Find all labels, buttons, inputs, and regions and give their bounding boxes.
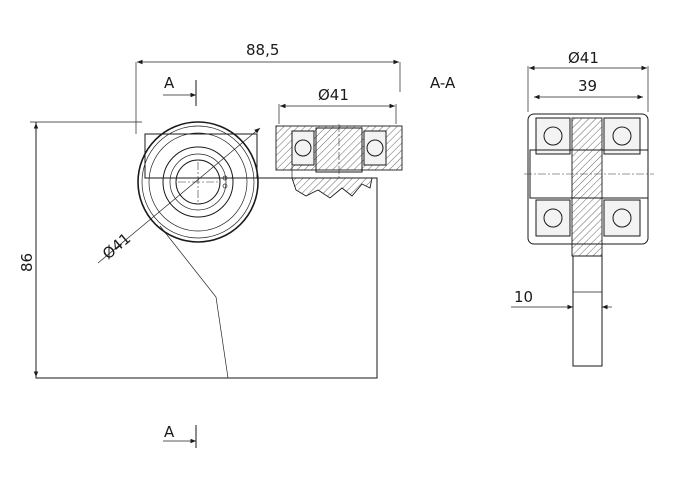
- nut-marker: [222, 175, 228, 181]
- section-center-plate: [571, 117, 603, 257]
- section-stem: [572, 255, 603, 367]
- roller-ring-2: [148, 132, 248, 232]
- section-width-label: 39: [578, 77, 597, 95]
- section-title: A-A: [430, 74, 456, 92]
- roller-ring-3: [162, 146, 234, 218]
- roller-ring-1: [141, 125, 255, 239]
- nut-marker: [222, 183, 228, 189]
- top-bracket: [144, 133, 258, 179]
- width-dim-label: 88,5: [246, 41, 279, 59]
- top-detail-view: Ø41: [275, 86, 403, 199]
- section-marker-top: A: [164, 74, 175, 92]
- detail-break: [291, 177, 373, 199]
- plate-thickness-label: 10: [514, 288, 533, 306]
- roller-outer: [137, 121, 259, 243]
- section-dia-label: Ø41: [568, 49, 599, 67]
- height-dim-label: 86: [18, 253, 36, 272]
- section-view: A-A Ø41 39 10: [430, 49, 654, 367]
- roller-ring-4: [169, 153, 227, 211]
- detail-dia-label: Ø41: [318, 86, 349, 104]
- roller-hub: [175, 159, 221, 205]
- front-dia-leader: [97, 127, 261, 264]
- plate-cut-line: [159, 225, 229, 379]
- section-marker-bottom: A: [164, 423, 175, 441]
- front-view: Ø41 88,5 86 A A: [18, 41, 401, 448]
